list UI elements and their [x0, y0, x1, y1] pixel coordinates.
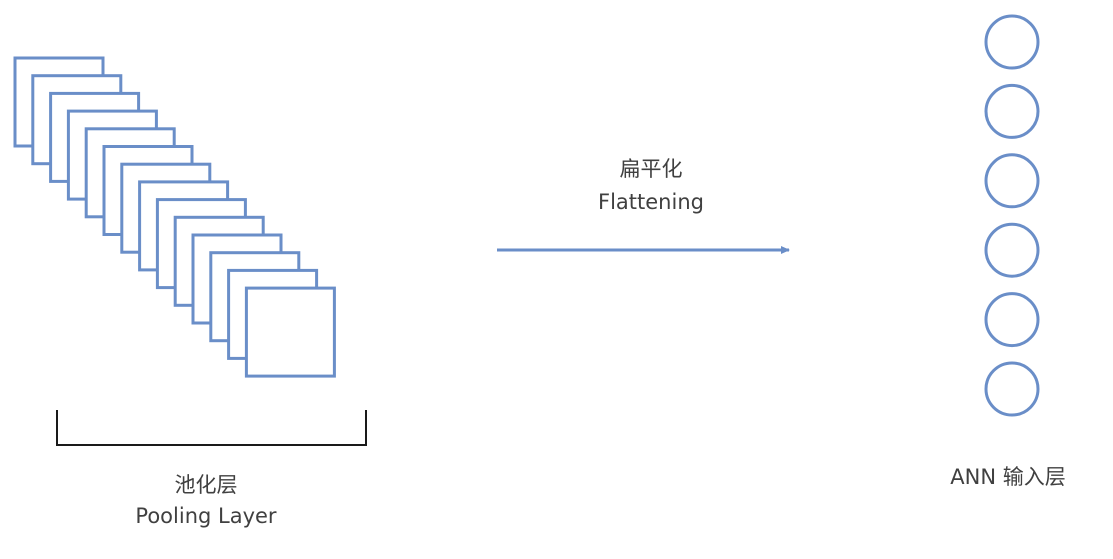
input-neuron	[984, 153, 1040, 209]
ann-input-neuron-column	[984, 14, 1040, 417]
pooling-layer-label-en: Pooling Layer	[135, 504, 277, 528]
input-neuron	[984, 361, 1040, 417]
input-neuron	[984, 14, 1040, 70]
input-neuron	[984, 83, 1040, 139]
input-neuron	[984, 292, 1040, 348]
ann-input-layer-label: ANN 输入层	[950, 465, 1065, 489]
pooling-layer-bracket	[56, 410, 367, 446]
pooling-layer-label-zh: 池化层	[175, 473, 238, 497]
flattening-label-en: Flattening	[598, 190, 704, 214]
pooling-feature-map-stack	[13, 56, 336, 378]
flattening-label-zh: 扁平化	[620, 157, 683, 181]
feature-map	[244, 286, 336, 378]
input-neuron	[984, 222, 1040, 278]
